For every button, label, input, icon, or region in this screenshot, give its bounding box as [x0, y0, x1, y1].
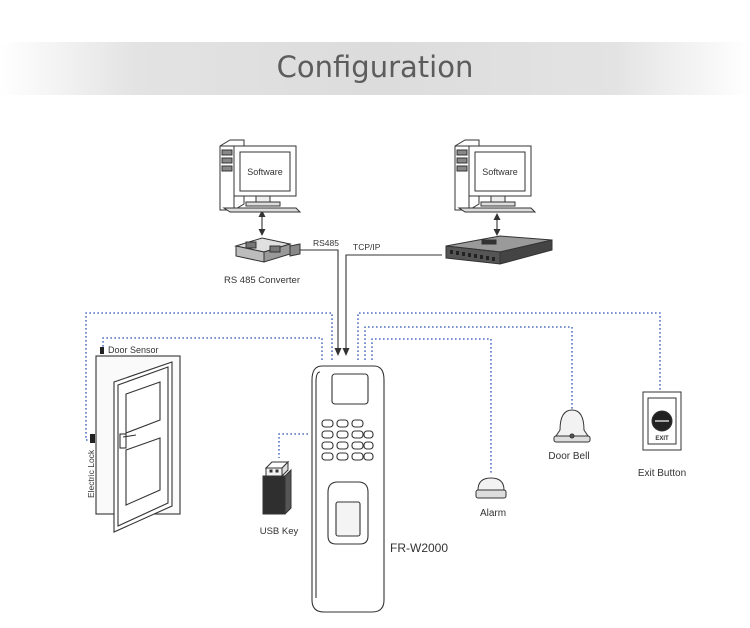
electric-lock-label: Electric Lock: [86, 449, 96, 498]
page-title: Configuration: [276, 50, 474, 84]
network-switch-icon: [445, 235, 553, 265]
door-sensor-label: Door Sensor: [108, 345, 159, 355]
title-banner: [0, 42, 750, 95]
wire-usb-key: [278, 433, 308, 458]
door-icon: [95, 355, 181, 533]
rs485-label: RS485: [313, 238, 339, 248]
rs485-converter-label: RS 485 Converter: [224, 275, 300, 286]
keypad: [321, 419, 374, 461]
alarm-icon: [475, 477, 507, 499]
wiring: [85, 312, 661, 475]
door-bell-icon: [553, 409, 591, 443]
fr-w2000-device-icon: [311, 365, 385, 613]
wire-alarm: [371, 338, 492, 475]
exit-button-icon: [642, 391, 682, 451]
device-model-label: FR-W2000: [390, 541, 448, 555]
wire-electric-lock: [85, 312, 333, 441]
software-right-label: Software: [482, 167, 518, 177]
wire-door-bell: [364, 326, 573, 410]
wire-door-sensor: [102, 337, 323, 360]
software-left-label: Software: [247, 167, 283, 177]
alarm-label: Alarm: [480, 508, 506, 519]
arrow-heads: [258, 210, 501, 356]
door-sensor-icon: [100, 347, 104, 354]
computer-left: [219, 139, 302, 213]
door-bell-label: Door Bell: [548, 451, 589, 462]
wire-exit-button: [357, 312, 661, 392]
tcpip-label: TCP/IP: [353, 242, 381, 252]
usb-key-label: USB Key: [260, 526, 299, 537]
exit-button-label: Exit Button: [638, 468, 686, 479]
line-rs485: [300, 249, 339, 350]
line-tcpip: [345, 254, 442, 350]
electric-lock-icon: [90, 434, 95, 443]
rs485-converter-icon: [234, 237, 301, 263]
usb-key-icon: [262, 460, 292, 515]
exit-text: EXIT: [655, 436, 669, 442]
computer-right: [454, 139, 537, 213]
